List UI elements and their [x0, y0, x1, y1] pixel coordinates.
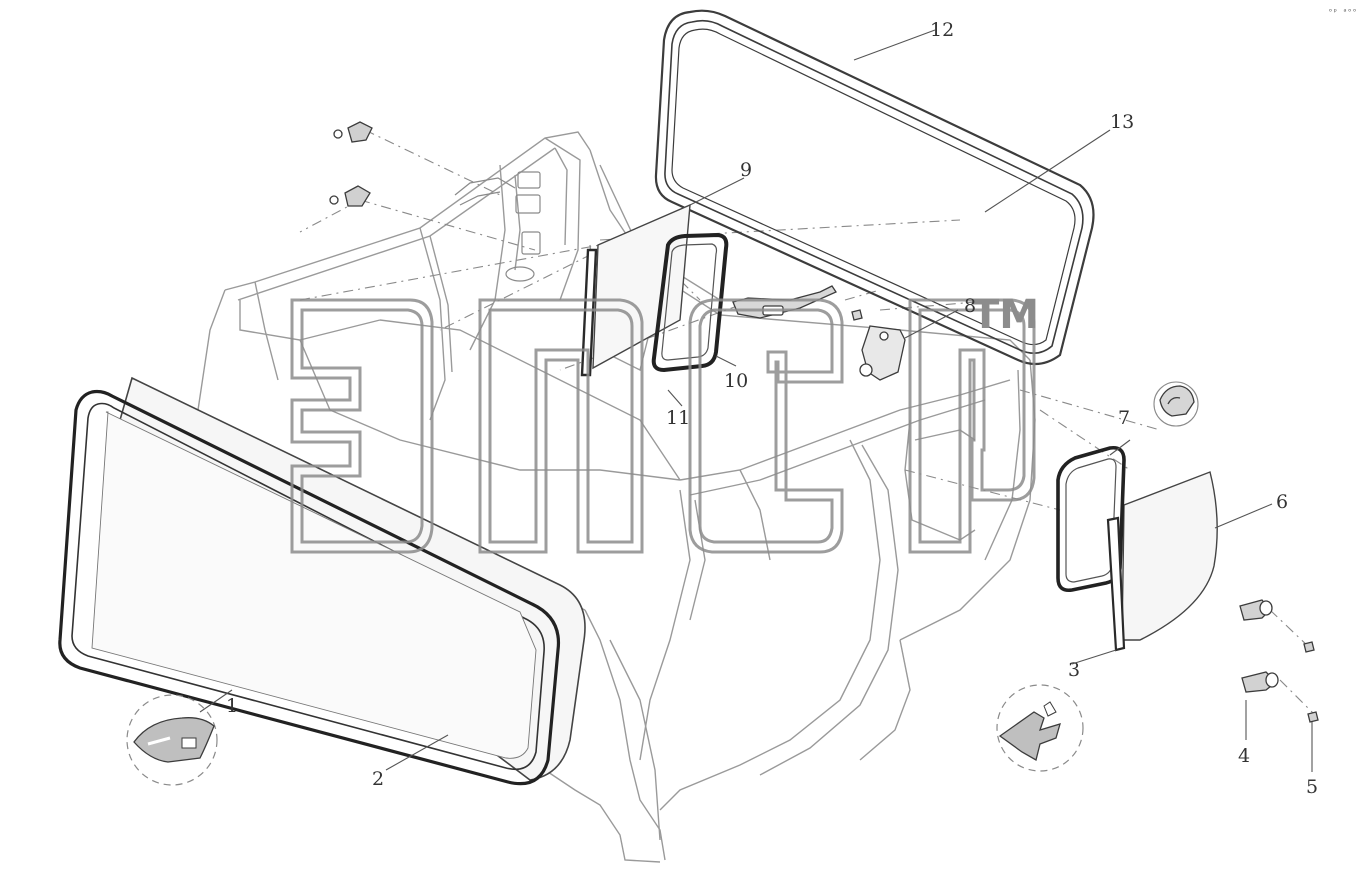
door-window-part — [1056, 445, 1218, 652]
fasteners-4-5 — [1239, 599, 1319, 723]
watermark — [290, 298, 1036, 554]
clip-inset-3 — [996, 684, 1084, 772]
clip-inset-1 — [126, 694, 218, 786]
callout-2: 2 — [372, 768, 384, 790]
vent-window-part — [580, 203, 729, 377]
callout-12: 12 — [930, 19, 954, 41]
back-wall-brackets — [454, 171, 541, 282]
callout-5: 5 — [1306, 776, 1318, 798]
top-clips — [329, 121, 373, 207]
cab-body — [197, 131, 1036, 863]
watermark-trademark: TM — [972, 292, 1039, 338]
callout-9: 9 — [740, 159, 752, 181]
windshield-part — [58, 376, 586, 786]
callout-3: 3 — [1068, 659, 1080, 681]
callout-4: 4 — [1238, 745, 1250, 767]
clip-inset-7 — [1153, 381, 1199, 427]
leader-lines — [199, 29, 1313, 772]
reference-code: ᵒᵖ ᵃᵒᵒ — [1328, 7, 1356, 16]
callout-13: 13 — [1110, 111, 1134, 133]
callout-labels: 1 2 3 4 5 6 7 8 9 10 11 12 13 — [226, 19, 1318, 798]
callout-1: 1 — [226, 695, 238, 717]
callout-6: 6 — [1276, 491, 1288, 513]
callout-7: 7 — [1118, 407, 1130, 429]
callout-8: 8 — [964, 295, 976, 317]
callout-10: 10 — [724, 370, 748, 392]
callout-11: 11 — [666, 407, 690, 429]
